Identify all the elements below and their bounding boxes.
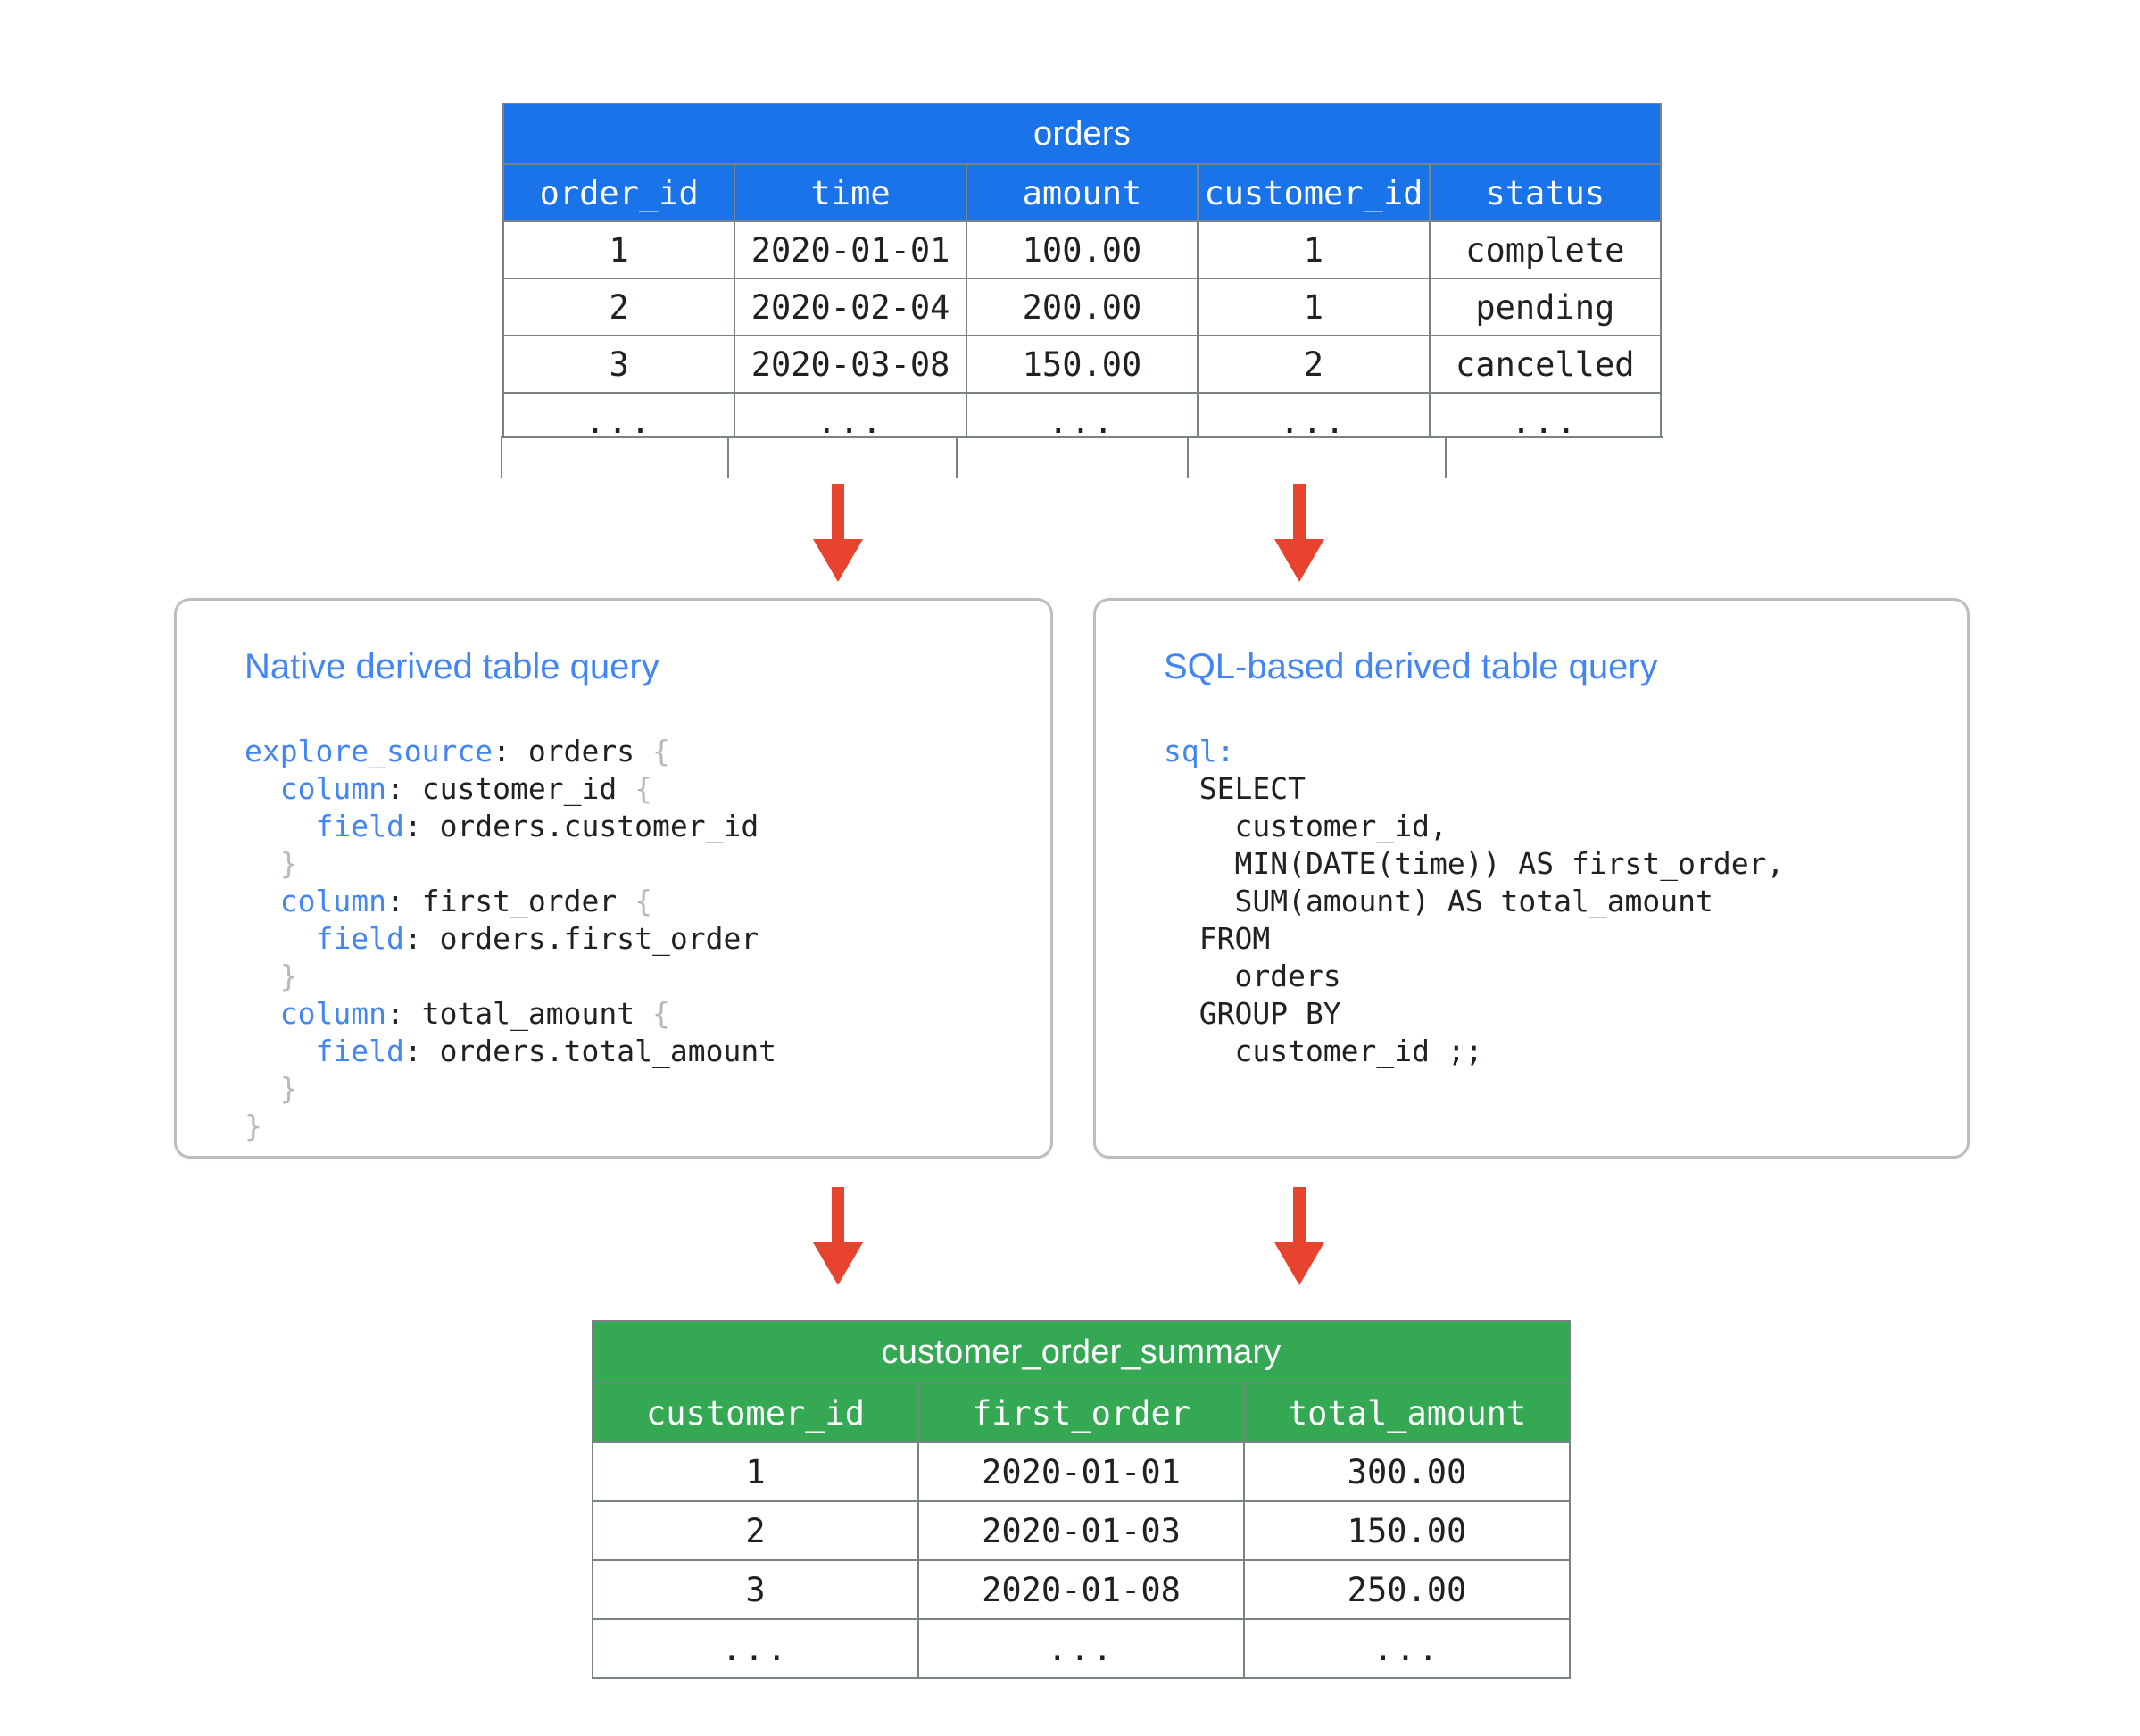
cell-total-amount: 150.00 [1243, 1500, 1571, 1561]
summary-column-first-order: first_order [917, 1383, 1245, 1443]
sql-card-title: SQL-based derived table query [1164, 647, 1658, 686]
orders-table-header-row: order_id time amount customer_id status [502, 163, 1663, 222]
cell-time: 2020-01-01 [734, 220, 967, 279]
sql-card-code: sql: SELECT customer_id, MIN(DATE(time))… [1164, 734, 1785, 1068]
cell-total-amount: 300.00 [1243, 1441, 1571, 1502]
cell-total-amount: 250.00 [1243, 1559, 1571, 1620]
arrow-sql-to-summary [1274, 1187, 1324, 1285]
cell-customer-id: 1 [1197, 278, 1431, 336]
cell-first-order: 2020-01-08 [917, 1559, 1245, 1620]
customer-order-summary-table: customer_order_summary customer_id first… [592, 1320, 1571, 1679]
native-card-title: Native derived table query [245, 647, 659, 686]
cell-customer-id: 2 [592, 1500, 919, 1561]
orders-table-title: orders [502, 103, 1662, 165]
cell-status: cancelled [1428, 335, 1663, 394]
table-row: 2 2020-01-03 150.00 [592, 1500, 1571, 1561]
cell-amount: 150.00 [965, 335, 1199, 394]
cell-first-order: 2020-01-01 [917, 1441, 1245, 1502]
orders-column-status: status [1428, 163, 1663, 222]
cell-customer-id: ... [592, 1618, 919, 1679]
table-row-ellipsis: ... ... ... [592, 1618, 1571, 1679]
cell-customer-id: 1 [1197, 220, 1431, 279]
cell-order-id: 3 [502, 335, 736, 394]
cell-amount: 100.00 [965, 220, 1199, 279]
sql-derived-table-card: SQL-based derived table query sql: SELEC… [1093, 598, 1970, 1159]
cell-customer-id: 2 [1197, 335, 1431, 394]
summary-column-total-amount: total_amount [1243, 1383, 1571, 1443]
orders-table: orders order_id time amount customer_id … [502, 103, 1663, 451]
orders-column-customer-id: customer_id [1197, 163, 1431, 222]
orders-table-clipped-row [501, 436, 1663, 478]
orders-column-amount: amount [965, 163, 1199, 222]
native-derived-table-card: Native derived table query explore_sourc… [174, 598, 1053, 1159]
cell-first-order: ... [917, 1618, 1245, 1679]
table-row: 2 2020-02-04 200.00 1 pending [502, 278, 1663, 336]
cell-amount: 200.00 [965, 278, 1199, 336]
table-row: 1 2020-01-01 100.00 1 complete [502, 220, 1663, 279]
orders-column-order-id: order_id [502, 163, 736, 222]
cell-time: 2020-03-08 [734, 335, 967, 394]
summary-column-customer-id: customer_id [592, 1383, 919, 1443]
cell-status: pending [1428, 278, 1663, 336]
cell-customer-id: 1 [592, 1441, 919, 1502]
cell-total-amount: ... [1243, 1618, 1571, 1679]
table-row: 3 2020-03-08 150.00 2 cancelled [502, 335, 1663, 394]
table-row: 1 2020-01-01 300.00 [592, 1441, 1571, 1502]
cell-order-id: 1 [502, 220, 736, 279]
cell-time: 2020-02-04 [734, 278, 967, 336]
native-card-code: explore_source: orders { column: custome… [245, 734, 777, 1143]
summary-table-header-row: customer_id first_order total_amount [592, 1383, 1571, 1443]
cell-customer-id: 3 [592, 1559, 919, 1620]
arrow-orders-to-sql [1274, 484, 1324, 582]
cell-order-id: 2 [502, 278, 736, 336]
arrow-orders-to-native [813, 484, 863, 582]
arrow-native-to-summary [813, 1187, 863, 1285]
cell-status: complete [1428, 220, 1663, 279]
cell-first-order: 2020-01-03 [917, 1500, 1245, 1561]
orders-column-time: time [734, 163, 967, 222]
table-row: 3 2020-01-08 250.00 [592, 1559, 1571, 1620]
summary-table-title: customer_order_summary [592, 1320, 1571, 1384]
